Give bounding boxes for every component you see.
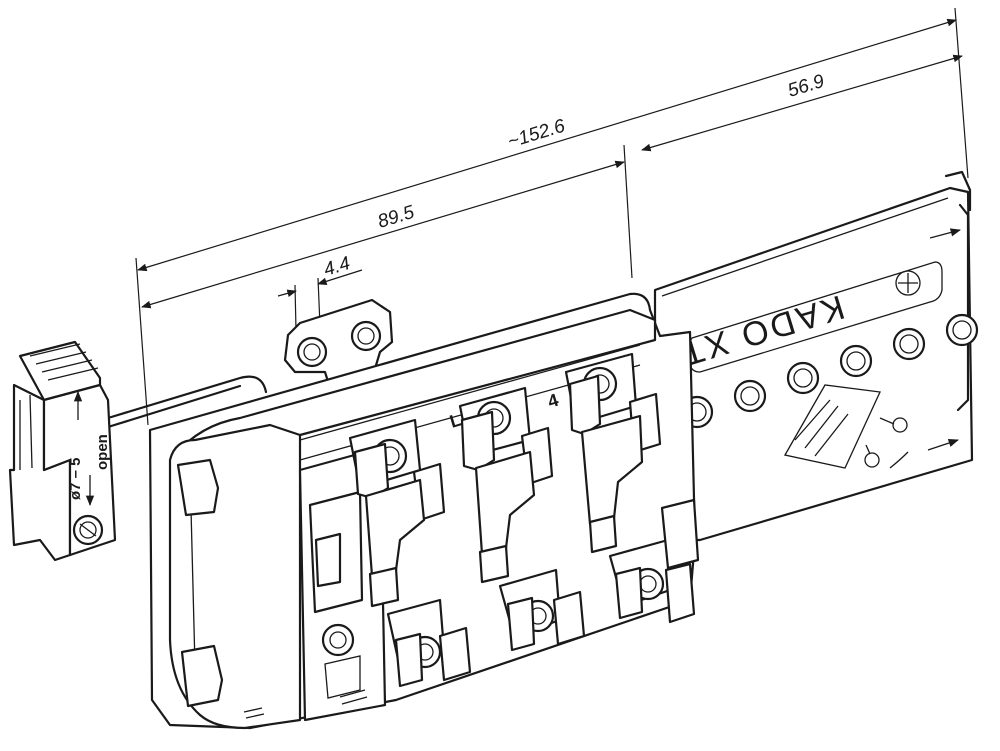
dimension-rear-line bbox=[641, 54, 963, 152]
terminal-screw-icon bbox=[348, 418, 472, 688]
plate-logo-icon bbox=[895, 270, 921, 296]
terminal-housing bbox=[148, 292, 700, 730]
terminal-screw-icon bbox=[458, 386, 586, 652]
clip-label: ø7 – 5 bbox=[67, 457, 84, 500]
clip-label-open: open bbox=[94, 434, 111, 470]
dimension-front-label: 89.5 bbox=[375, 202, 417, 233]
dimension-overall-label: ~152.6 bbox=[505, 115, 568, 152]
dimension-pitch-label: 4.4 bbox=[321, 253, 352, 281]
terminal-screw-icon bbox=[564, 352, 700, 624]
arrow-icon bbox=[927, 228, 962, 451]
mounting-pictogram-icon bbox=[783, 384, 909, 469]
dimension-lines bbox=[135, 7, 969, 426]
dimension-front-line bbox=[141, 160, 625, 309]
connecting-wire bbox=[106, 375, 268, 429]
din-rail-clip-icon bbox=[8, 340, 117, 562]
